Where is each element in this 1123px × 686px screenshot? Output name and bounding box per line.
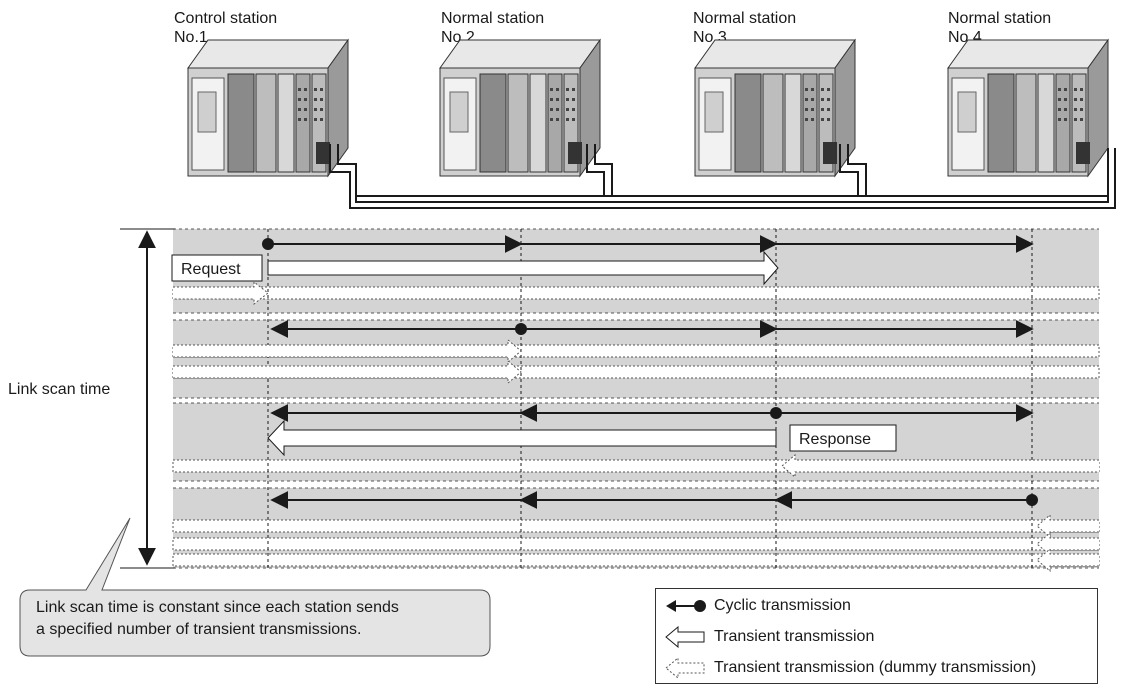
dummy-transmission-arrow: [173, 338, 522, 364]
plc-station-4-image: [947, 39, 1109, 177]
station-type: Normal station: [693, 10, 797, 27]
callout-line-1: Link scan time is constant since each st…: [36, 599, 399, 616]
station-type: Normal station: [441, 10, 545, 27]
legend-label: Cyclic transmission: [714, 597, 851, 614]
callout-text: Link scan time is constant since each st…: [36, 597, 506, 641]
station-number: No.1: [174, 29, 208, 46]
station-label-1: Control station No.1: [174, 9, 277, 47]
callout-bubble: [19, 517, 491, 657]
legend-label: Transient transmission (dummy transmissi…: [714, 659, 1037, 676]
legend-item-cyclic: Cyclic transmission: [662, 595, 851, 617]
transient-transmission-icon: [665, 626, 705, 648]
request-label-box: [171, 254, 263, 282]
legend-label: Transient transmission: [714, 628, 875, 645]
transient-request-arrow: [267, 250, 779, 286]
legend-item-transient: Transient transmission: [662, 626, 874, 648]
transient-response-arrow: [267, 419, 777, 457]
cyclic-origin-dot: [1026, 494, 1038, 506]
cyclic-transmission-icon: [666, 600, 706, 612]
cyclic-origin-dot: [515, 323, 527, 335]
plc-station-3-image: [694, 39, 856, 177]
dummy-transmission-arrow: [1036, 547, 1099, 573]
legend-item-dummy: Transient transmission (dummy transmissi…: [662, 657, 1036, 679]
station-type: Control station: [174, 10, 278, 27]
station-type: Normal station: [948, 10, 1052, 27]
dummy-transmission-arrow: [781, 453, 1099, 479]
dummy-transmission-arrow: [173, 359, 522, 385]
plc-station-2-image: [439, 39, 601, 177]
station-guides: [267, 229, 1033, 568]
dummy-transmission-arrow: [173, 280, 269, 306]
link-scan-time-label: Link scan time: [8, 381, 111, 398]
band-2: [173, 320, 1099, 398]
callout-line-2: a specified number of transient transmis…: [36, 621, 362, 638]
network-cable: [329, 144, 1116, 209]
response-label: Response: [799, 431, 871, 448]
cyclic-origin-dot: [262, 238, 274, 250]
response-label-box: [789, 424, 897, 452]
dummy-transmission-arrow: [1036, 513, 1099, 539]
cyclic-origin-dot: [770, 407, 782, 419]
legend: Cyclic transmission Transient transmissi…: [655, 588, 1098, 684]
plc-station-1-image: [187, 39, 349, 177]
request-label: Request: [181, 261, 241, 278]
dummy-transmission-icon: [665, 657, 705, 679]
